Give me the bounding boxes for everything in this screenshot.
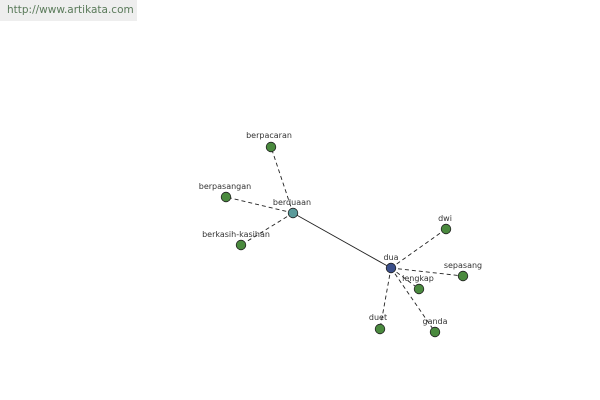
node-sepasang[interactable]: [457, 270, 469, 282]
edge-dua-ganda: [390, 267, 436, 333]
edges-layer: [225, 146, 464, 333]
node-label-sepasang: sepasang: [444, 261, 482, 270]
node-label-berpasangan: berpasangan: [199, 182, 251, 191]
node-dua[interactable]: [385, 262, 397, 274]
node-label-ganda: ganda: [422, 317, 447, 326]
node-label-lengkap: lengkap: [402, 274, 434, 283]
node-label-berduaan: berduaan: [273, 198, 311, 207]
node-label-berkasih-kasihan: berkasih-kasihan: [202, 230, 270, 239]
node-label-duet: duet: [369, 313, 387, 322]
edge-dua-lengkap: [390, 267, 420, 290]
site-url-banner[interactable]: http://www.artikata.com: [0, 0, 137, 21]
node-label-dua: dua: [383, 253, 398, 262]
node-berpacaran[interactable]: [265, 141, 277, 153]
node-duet[interactable]: [374, 323, 386, 335]
node-berkasih-kasihan[interactable]: [235, 239, 247, 251]
edge-berduaan-berpacaran: [270, 146, 294, 214]
node-ganda[interactable]: [429, 326, 441, 338]
nodes-layer: [220, 141, 469, 338]
node-berpasangan[interactable]: [220, 191, 232, 203]
labels-layer: dua berduaan berpacaran berpasangan berkasih…: [199, 131, 482, 326]
node-label-berpacaran: berpacaran: [246, 131, 292, 140]
node-lengkap[interactable]: [413, 283, 425, 295]
edge-dua-dwi: [390, 228, 447, 269]
edge-berduaan-berkasih-kasihan: [240, 212, 294, 246]
edge-dua-duet: [379, 267, 392, 330]
edge-dua-sepasang: [390, 267, 464, 277]
node-berduaan[interactable]: [287, 207, 299, 219]
node-dwi[interactable]: [440, 223, 452, 235]
edge-dua-berduaan: [292, 212, 392, 269]
edge-berduaan-berpasangan: [225, 196, 294, 214]
node-label-dwi: dwi: [438, 214, 452, 223]
